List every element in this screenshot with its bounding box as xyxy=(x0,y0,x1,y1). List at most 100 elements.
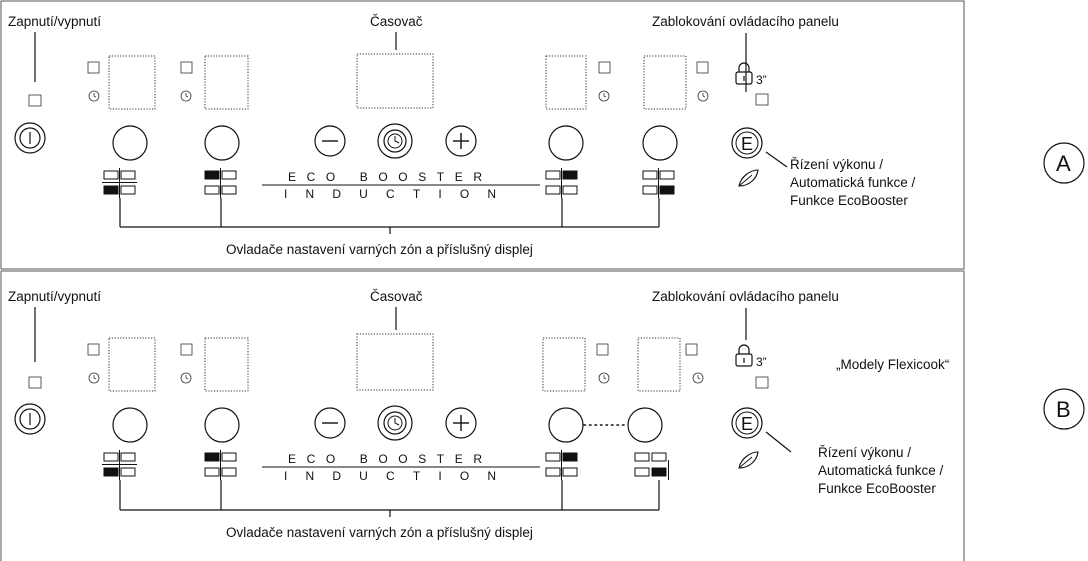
function-line-2: Automatická funkce / xyxy=(818,463,944,478)
power-label: Zapnutí/vypnutí xyxy=(8,289,101,304)
clock-icon xyxy=(383,129,407,153)
e-key-label: E xyxy=(741,134,753,154)
zone1-timer-icon xyxy=(88,90,100,102)
zone1-position-icon xyxy=(102,168,137,198)
zone2-position-icon xyxy=(204,168,237,198)
svg-text:B: B xyxy=(1056,397,1071,422)
minus-button[interactable] xyxy=(314,407,346,439)
zone3-indicator xyxy=(596,343,609,356)
zone2-indicator xyxy=(180,343,193,356)
zone4-indicator xyxy=(696,61,709,74)
timer-button[interactable] xyxy=(377,123,413,159)
lock-indicator xyxy=(755,376,769,389)
svg-text:ECO BOOSTER: ECO BOOSTER xyxy=(288,170,482,184)
lock-duration: 3” xyxy=(756,73,767,87)
zone2-position-icon xyxy=(204,450,237,480)
e-function-button[interactable]: E xyxy=(731,127,763,159)
zone4-knob[interactable] xyxy=(627,407,663,443)
zone4-display xyxy=(637,337,681,392)
e-key-label: E xyxy=(741,414,753,434)
zone4-indicator xyxy=(685,343,698,356)
eco-leaf-icon xyxy=(738,169,759,187)
zone1-display xyxy=(108,337,156,392)
zones-caption: Ovladače nastavení varných zón a přísluš… xyxy=(226,242,533,257)
zone1-timer-icon xyxy=(88,372,100,384)
zone3-knob[interactable] xyxy=(548,125,584,161)
svg-text:A: A xyxy=(1056,151,1071,176)
models-note: „Modely Flexicook“ xyxy=(836,357,949,372)
timer-label: Časovač xyxy=(370,14,423,29)
zone3-timer-icon xyxy=(598,372,610,384)
plus-button[interactable] xyxy=(445,407,477,439)
zone2-indicator xyxy=(180,61,193,74)
eco-leaf-icon xyxy=(738,451,759,469)
panel-a-frame xyxy=(0,0,965,270)
timer-button[interactable] xyxy=(377,405,413,441)
panel-b-marker: B xyxy=(1043,388,1085,430)
zone1-indicator xyxy=(87,343,100,356)
power-indicator xyxy=(28,376,42,389)
zone1-knob[interactable] xyxy=(112,125,148,161)
plus-icon xyxy=(453,133,469,149)
minus-button[interactable] xyxy=(314,125,346,157)
zone4-knob[interactable] xyxy=(642,125,678,161)
zone3-display xyxy=(545,55,587,110)
function-line-3: Funkce EcoBooster xyxy=(790,193,908,208)
power-label: Zapnutí/vypnutí xyxy=(8,14,101,29)
eco-booster-logo: ECO BOOSTER INDUCTION xyxy=(262,170,540,201)
zone4-timer-icon xyxy=(697,90,709,102)
panel-b: Zapnutí/vypnutí Časovač Zablokování ovlá… xyxy=(0,270,1085,561)
zone1-knob[interactable] xyxy=(112,407,148,443)
function-line-1: Řízení výkonu / xyxy=(818,445,911,460)
zone3-timer-icon xyxy=(598,90,610,102)
function-leader xyxy=(765,151,788,168)
lock-icon[interactable] xyxy=(735,344,753,367)
zone2-knob[interactable] xyxy=(204,125,240,161)
power-indicator xyxy=(28,94,42,107)
timer-label: Časovač xyxy=(370,289,423,304)
function-line-1: Řízení výkonu / xyxy=(790,157,883,172)
zone2-display xyxy=(204,55,249,110)
svg-text:ECO BOOSTER: ECO BOOSTER xyxy=(288,452,482,466)
panel-a: Zapnutí/vypnutí Časovač Zablokování ovlá… xyxy=(0,0,1085,270)
zones-caption: Ovladače nastavení varných zón a přísluš… xyxy=(226,525,533,540)
svg-text:INDUCTION: INDUCTION xyxy=(284,469,496,483)
flexi-position-icon xyxy=(545,450,669,480)
zone2-display xyxy=(204,337,249,392)
function-line-3: Funkce EcoBooster xyxy=(818,481,936,496)
lock-label: Zablokování ovládacího panelu xyxy=(652,14,839,29)
zone2-timer-icon xyxy=(180,90,192,102)
function-leader xyxy=(765,431,792,453)
panel-a-marker: A xyxy=(1043,142,1085,184)
eco-booster-logo: ECO BOOSTER INDUCTION xyxy=(262,452,540,483)
timer-display xyxy=(356,333,434,391)
zones-bracket xyxy=(119,480,660,517)
zone2-knob[interactable] xyxy=(204,407,240,443)
zone4-display xyxy=(643,55,687,110)
svg-text:INDUCTION: INDUCTION xyxy=(284,187,496,201)
lock-label: Zablokování ovládacího panelu xyxy=(652,289,839,304)
zone3-indicator xyxy=(598,61,611,74)
zone4-timer-icon xyxy=(692,372,704,384)
power-button[interactable] xyxy=(14,403,46,435)
clock-icon xyxy=(383,411,407,435)
timer-display xyxy=(356,53,434,109)
zone2-timer-icon xyxy=(180,372,192,384)
zone1-display xyxy=(108,55,156,110)
zone3-position-icon xyxy=(545,168,578,198)
lock-icon[interactable] xyxy=(735,62,753,85)
power-button[interactable] xyxy=(14,122,46,154)
zone1-position-icon xyxy=(102,450,137,480)
zone3-knob[interactable] xyxy=(548,407,584,443)
plus-icon xyxy=(453,415,469,431)
function-line-2: Automatická funkce / xyxy=(790,175,916,190)
zone1-indicator xyxy=(87,61,100,74)
lock-duration: 3” xyxy=(756,355,767,369)
zones-bracket xyxy=(119,198,660,234)
zone4-position-icon xyxy=(642,168,675,198)
plus-button[interactable] xyxy=(445,125,477,157)
e-function-button[interactable]: E xyxy=(731,407,763,439)
zone3-display xyxy=(542,337,586,392)
lock-indicator xyxy=(755,93,769,106)
